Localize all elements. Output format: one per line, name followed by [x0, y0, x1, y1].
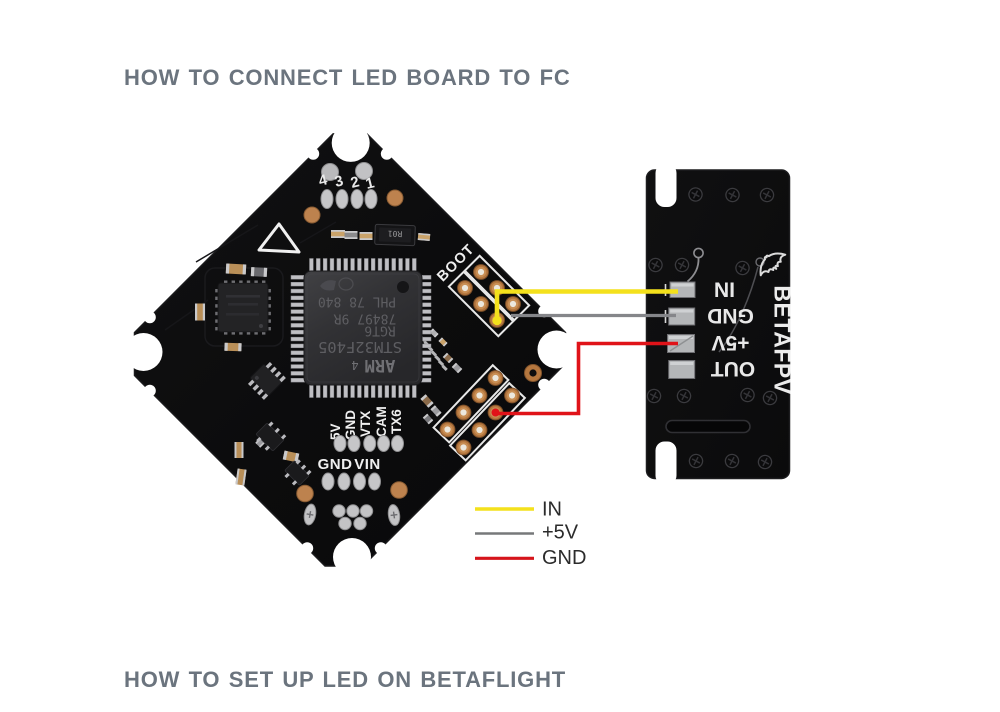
fc-port-label: VTX	[358, 411, 373, 437]
fc-pin-number-labels: 4 3 2 1	[317, 171, 376, 193]
st-logo-icon	[320, 277, 354, 291]
led-board: IN GND +5V OUT BETAFPV	[645, 164, 796, 485]
fc-bottom-solder-cluster	[303, 503, 401, 531]
wires	[491, 289, 678, 417]
fc-port-labels: 5V GND VTX CAM TX6	[328, 406, 404, 440]
mcu-marking-line: PHL 78 840	[318, 294, 396, 309]
led-pad-label: OUT	[711, 357, 756, 380]
fc-vin-label: VIN	[354, 456, 381, 473]
mcu-marking: PHL 78 840 78497 9R RGT6 STM32F405 ARM 4	[318, 294, 402, 375]
led-back-dots	[646, 187, 778, 470]
legend-label: IN	[542, 499, 562, 521]
mcu-marking-line: STM32F405	[318, 338, 402, 356]
fc-edge-notch	[538, 378, 551, 391]
mcu-marking-line: 78497 9R	[334, 311, 397, 326]
fc-port-label: CAM	[374, 406, 389, 437]
fc-sot23-components	[256, 421, 312, 486]
fc-mount-hole	[124, 333, 163, 371]
wire-gnd-joint	[491, 408, 500, 417]
fc-gnd-label: GND	[318, 456, 353, 473]
triangle-logo-icon	[257, 222, 301, 254]
betafpv-bat-logo-icon	[759, 252, 787, 277]
led-pad-label: IN	[714, 278, 735, 301]
fc-edge-notch	[143, 311, 156, 324]
fc-bottom-pads	[321, 435, 404, 491]
led-slot-bottom	[655, 441, 677, 485]
legend-label: GND	[542, 547, 586, 569]
wire-legend: IN +5V GND	[475, 499, 586, 569]
fc-mcu-chip: PHL 78 840 78497 9R RGT6 STM32F405 ARM 4	[290, 258, 432, 398]
fc-edge-notch	[143, 384, 156, 397]
wire-in-joint	[492, 315, 502, 326]
led-brand-label: BETAFPV	[770, 285, 796, 394]
wire-in	[494, 289, 678, 321]
fc-top-solder-blobs	[321, 162, 373, 181]
fc-pin-number: 1	[364, 174, 376, 193]
fc-bottom-pad-labels: GND VIN	[318, 456, 381, 473]
title-top: HOW TO CONNECT LED BOARD TO FC	[124, 65, 571, 90]
fc-mount-hole	[333, 538, 371, 576]
fc-mount-hole	[537, 330, 576, 369]
mcu-arm-label: ARM	[365, 355, 396, 375]
led-slot-top	[655, 164, 677, 207]
fc-edge-notch	[301, 542, 314, 555]
fc-mount-hole	[331, 123, 370, 162]
fc-soic8-chip	[247, 361, 286, 400]
mcu-body	[303, 270, 423, 386]
fc-board: 4 3 2 1 R01 PHL 78 840 78497 9R RGT6	[124, 123, 576, 576]
mcu-arm-code: 4	[351, 358, 358, 372]
fc-pin-number: 3	[333, 172, 345, 191]
fc-edge-notch	[307, 147, 320, 160]
led-etched-slot	[665, 419, 751, 434]
fc-edge-notch	[380, 147, 393, 160]
led-pad-labels: IN GND +5V OUT	[707, 278, 755, 381]
fc-top-oval-pads	[320, 189, 378, 209]
fc-pin-number: 2	[349, 173, 361, 192]
fc-port-label: GND	[343, 410, 358, 440]
led-pad-label: GND	[707, 304, 754, 327]
mcu-pin1-dimple	[397, 281, 409, 293]
fc-port-label: TX6	[389, 409, 404, 434]
legend-label: +5V	[542, 522, 579, 544]
wire-gnd	[498, 341, 678, 416]
mcu-marking-line: RGT6	[364, 323, 395, 338]
led-pad-label: +5V	[712, 331, 750, 354]
fc-vias	[296, 189, 542, 503]
mcu-pins	[290, 258, 432, 398]
fc-gyro-chip	[215, 280, 271, 335]
fc-smd-components: R01	[195, 223, 463, 486]
title-bottom: HOW TO SET UP LED ON BETAFLIGHT	[124, 667, 566, 692]
fc-shunt-label: R01	[387, 229, 402, 239]
fc-edge-notch	[374, 542, 387, 555]
